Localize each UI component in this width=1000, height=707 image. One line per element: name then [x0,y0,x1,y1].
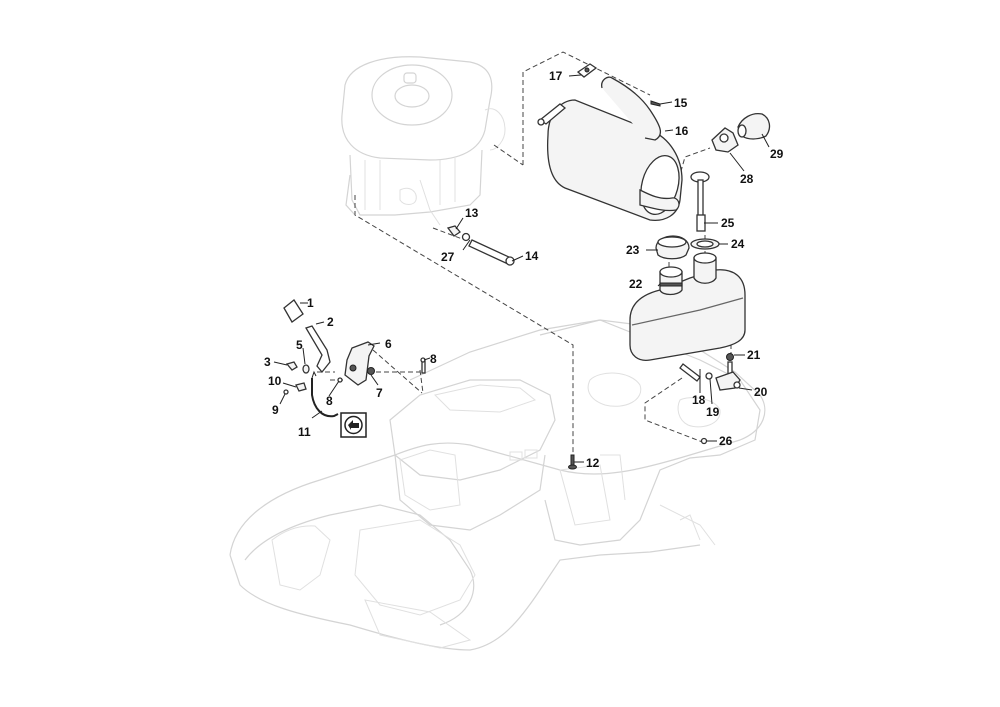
bracket [344,341,375,386]
clamp [461,232,471,242]
callout-5[interactable]: 5 [296,338,303,352]
callout-16[interactable]: 16 [675,124,689,138]
callout-2[interactable]: 2 [327,315,334,329]
callout-27[interactable]: 27 [441,250,455,264]
callout-8-frame[interactable]: 8 [430,352,437,366]
screw [285,361,298,371]
callout-22[interactable]: 22 [629,277,643,291]
callout-21[interactable]: 21 [747,348,761,362]
callout-7[interactable]: 7 [376,386,383,400]
choke-throttle-symbol [340,412,367,438]
callout-25[interactable]: 25 [721,216,735,230]
callout-12[interactable]: 12 [586,456,600,470]
callout-23[interactable]: 23 [626,243,640,257]
callout-26[interactable]: 26 [719,434,733,448]
callout-labels: 1 2 3 5 6 7 8 8 9 10 11 12 13 14 15 16 1… [264,69,784,470]
callout-3[interactable]: 3 [264,355,271,369]
callout-19[interactable]: 19 [706,405,720,419]
callout-13[interactable]: 13 [465,206,479,220]
callout-10[interactable]: 10 [268,374,282,388]
callout-15[interactable]: 15 [674,96,688,110]
callout-18[interactable]: 18 [692,393,706,407]
callout-14[interactable]: 14 [525,249,539,263]
callout-9[interactable]: 9 [272,403,279,417]
callout-8-bracket[interactable]: 8 [326,394,333,408]
callout-28[interactable]: 28 [740,172,754,186]
fitting [446,225,461,237]
muffler-assembly [537,63,771,221]
throttle-assembly [283,299,577,470]
fuel-tank-assembly [629,171,746,445]
engine-ghost [341,56,506,226]
leader-lines [273,74,770,463]
lever [305,325,331,374]
callout-24[interactable]: 24 [731,237,745,251]
callout-29[interactable]: 29 [770,147,784,161]
callout-17[interactable]: 17 [549,69,563,83]
fuel-hose [468,239,512,265]
fuel-tank [629,269,746,361]
grip [283,299,304,323]
callout-20[interactable]: 20 [754,385,768,399]
callout-1[interactable]: 1 [307,296,314,310]
callout-6[interactable]: 6 [385,337,392,351]
fuel-line-parts [446,225,515,266]
callout-11[interactable]: 11 [298,425,311,439]
